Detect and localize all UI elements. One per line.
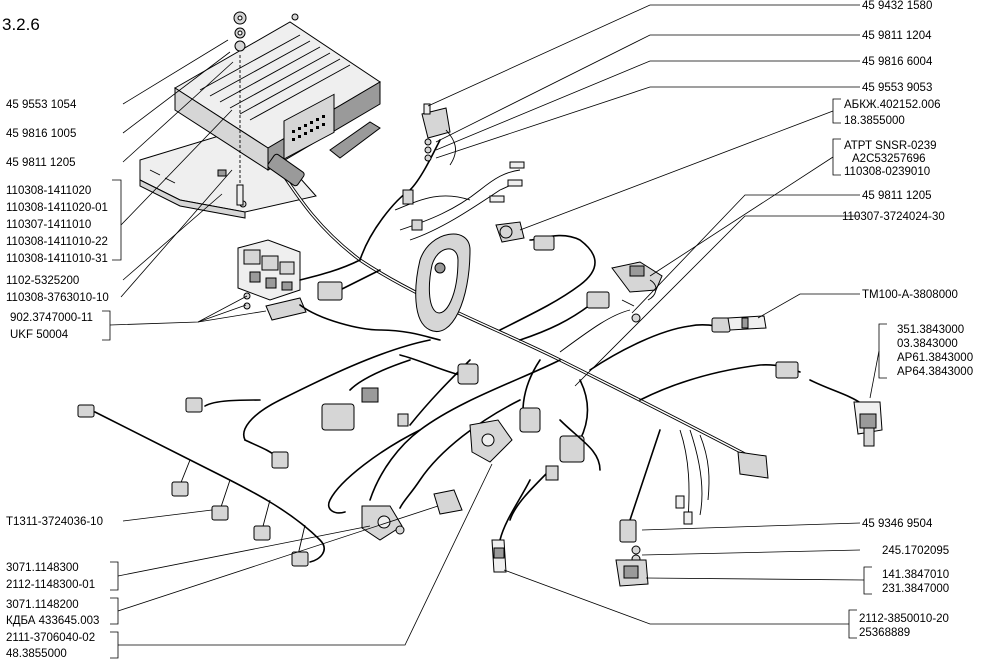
harness-branch-top [359,103,525,261]
label-left-11a: 2111-3706040-02 [6,632,95,644]
label-left-4b: 110308-1411020-01 [6,202,108,214]
harness-grommet [415,233,471,333]
leader-lines [102,4,887,659]
oxygen-sensor-bottom [491,479,531,573]
label-right-1: 45 9432 1580 [862,0,932,12]
label-right-3: 45 9816 6004 [862,56,933,68]
label-right-6b: A2C53257696 [852,153,926,165]
label-left-7a: 902.3747000-11 [10,312,93,324]
harness-branch-center-lower [369,359,601,521]
label-left-8: T1311-3724036-10 [6,516,103,528]
label-left-10a: 3071.1148200 [6,599,79,611]
relay-fuse-block [237,239,307,321]
harness-branch-speed [639,361,883,447]
label-left-9a: 3071.1148300 [6,562,79,574]
label-right-10b: 03.3843000 [897,338,958,350]
label-left-6: 110308-3763010-10 [6,292,109,304]
label-right-14a: 2112-3850010-20 [859,613,949,625]
label-right-13b: 231.3847000 [882,583,949,595]
harness-branch-idle-regulator [327,429,421,541]
label-right-2: 45 9811 1204 [862,30,932,42]
label-left-4a: 110308-1411020 [6,185,91,197]
label-left-3: 45 9811 1205 [6,157,76,169]
label-right-11: 45 9346 9504 [862,518,933,530]
label-right-7: 45 9811 1205 [862,190,932,202]
figure-number: 3.2.6 [2,15,40,34]
label-right-9: TM100-A-3808000 [862,289,958,301]
harness-branch-left [299,259,441,341]
ecu-fasteners [233,11,247,206]
harness-branch-right-end [675,429,710,525]
label-right-10d: AP64.3843000 [897,366,973,378]
ecu-bracket [139,131,317,219]
label-left-10b: КДБА 433645.003 [6,615,99,627]
label-left-9b: 2112-1148300-01 [6,579,95,591]
harness-branch-upper-right [519,261,663,353]
label-right-6c: 110308-0239010 [844,166,930,178]
label-left-2: 45 9816 1005 [6,128,76,140]
label-left-11b: 48.3855000 [6,648,67,659]
label-right-10c: AP61.3843000 [897,352,973,364]
harness-trunk [267,153,769,479]
callout-labels: 45 9553 1054 45 9816 1005 45 9811 1205 1… [6,0,973,659]
label-left-4e: 110308-1411010-31 [6,253,108,265]
label-left-4d: 110308-1411010-22 [6,236,108,248]
label-right-6a: АТРТ SNSR-0239 [844,140,937,152]
label-left-1: 45 9553 1054 [6,99,77,111]
harness-branch-knock [495,221,596,331]
label-right-4: 45 9553 9053 [862,82,932,94]
label-right-5b: 18.3855000 [844,115,905,127]
label-left-5: 1102-5325200 [6,275,79,287]
label-right-14b: 25368889 [859,627,910,639]
label-right-10a: 351.3843000 [897,324,964,336]
label-left-4c: 110307-1411010 [6,219,91,231]
harness-branch-oxygen [589,315,767,371]
drawing [77,11,883,587]
label-right-5a: АБКЖ.402152.006 [844,99,941,111]
label-left-7b: UKF 50004 [10,329,69,341]
harness-branch-crank [615,429,661,587]
label-right-12: 245.1702095 [882,545,949,557]
label-right-13a: 141.3847010 [882,569,949,581]
harness-injectors [77,339,479,567]
label-right-8: 110307-3724024-30 [842,211,945,223]
